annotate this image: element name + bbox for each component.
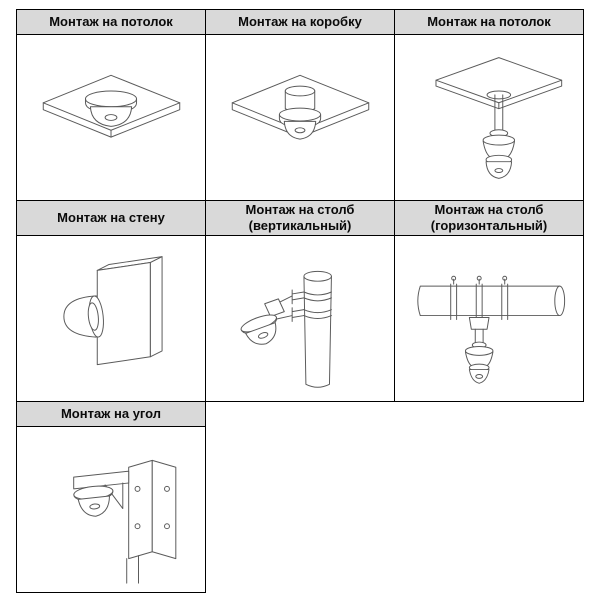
header-row-1: Монтаж на потолок Монтаж на коробку Монт… bbox=[16, 9, 584, 35]
cell-ceiling-mount-1 bbox=[16, 34, 206, 201]
cell-wall-mount bbox=[16, 235, 206, 402]
header-pole-mount-vertical: Монтаж на столб (вертикальный) bbox=[205, 200, 395, 236]
image-row-3 bbox=[16, 426, 584, 593]
blank-cell bbox=[205, 426, 395, 593]
cell-corner-mount bbox=[16, 426, 206, 593]
image-row-2 bbox=[16, 235, 584, 402]
header-ceiling-mount-1: Монтаж на потолок bbox=[16, 9, 206, 35]
ceiling-mount-dome-icon bbox=[42, 74, 180, 138]
blank-cell bbox=[205, 401, 395, 427]
header-row-3: Монтаж на угол bbox=[16, 401, 584, 427]
cell-ceiling-mount-2 bbox=[394, 34, 584, 201]
header-ceiling-mount-2: Монтаж на потолок bbox=[394, 9, 584, 35]
header-row-2: Монтаж на стену Монтаж на столб (вертика… bbox=[16, 200, 584, 236]
cell-box-mount bbox=[205, 34, 395, 201]
image-row-1 bbox=[16, 34, 584, 201]
wall-mount-dome-icon bbox=[62, 256, 163, 366]
vertical-pole-mount-icon bbox=[240, 270, 332, 388]
header-corner-mount: Монтаж на угол bbox=[16, 401, 206, 427]
blank-cell bbox=[394, 426, 584, 593]
pendant-mount-icon bbox=[434, 57, 562, 179]
cell-pole-mount-horizontal bbox=[394, 235, 584, 402]
header-wall-mount: Монтаж на стену bbox=[16, 200, 206, 236]
mounting-options-table: Монтаж на потолок Монтаж на коробку Монт… bbox=[16, 9, 584, 593]
box-mount-dome-icon bbox=[231, 74, 369, 140]
cell-pole-mount-vertical bbox=[205, 235, 395, 402]
header-box-mount: Монтаж на коробку bbox=[205, 9, 395, 35]
horizontal-pole-mount-icon bbox=[416, 275, 565, 384]
blank-cell bbox=[394, 401, 584, 427]
corner-mount-dome-icon bbox=[72, 459, 176, 584]
header-pole-mount-horizontal: Монтаж на столб (горизонтальный) bbox=[394, 200, 584, 236]
